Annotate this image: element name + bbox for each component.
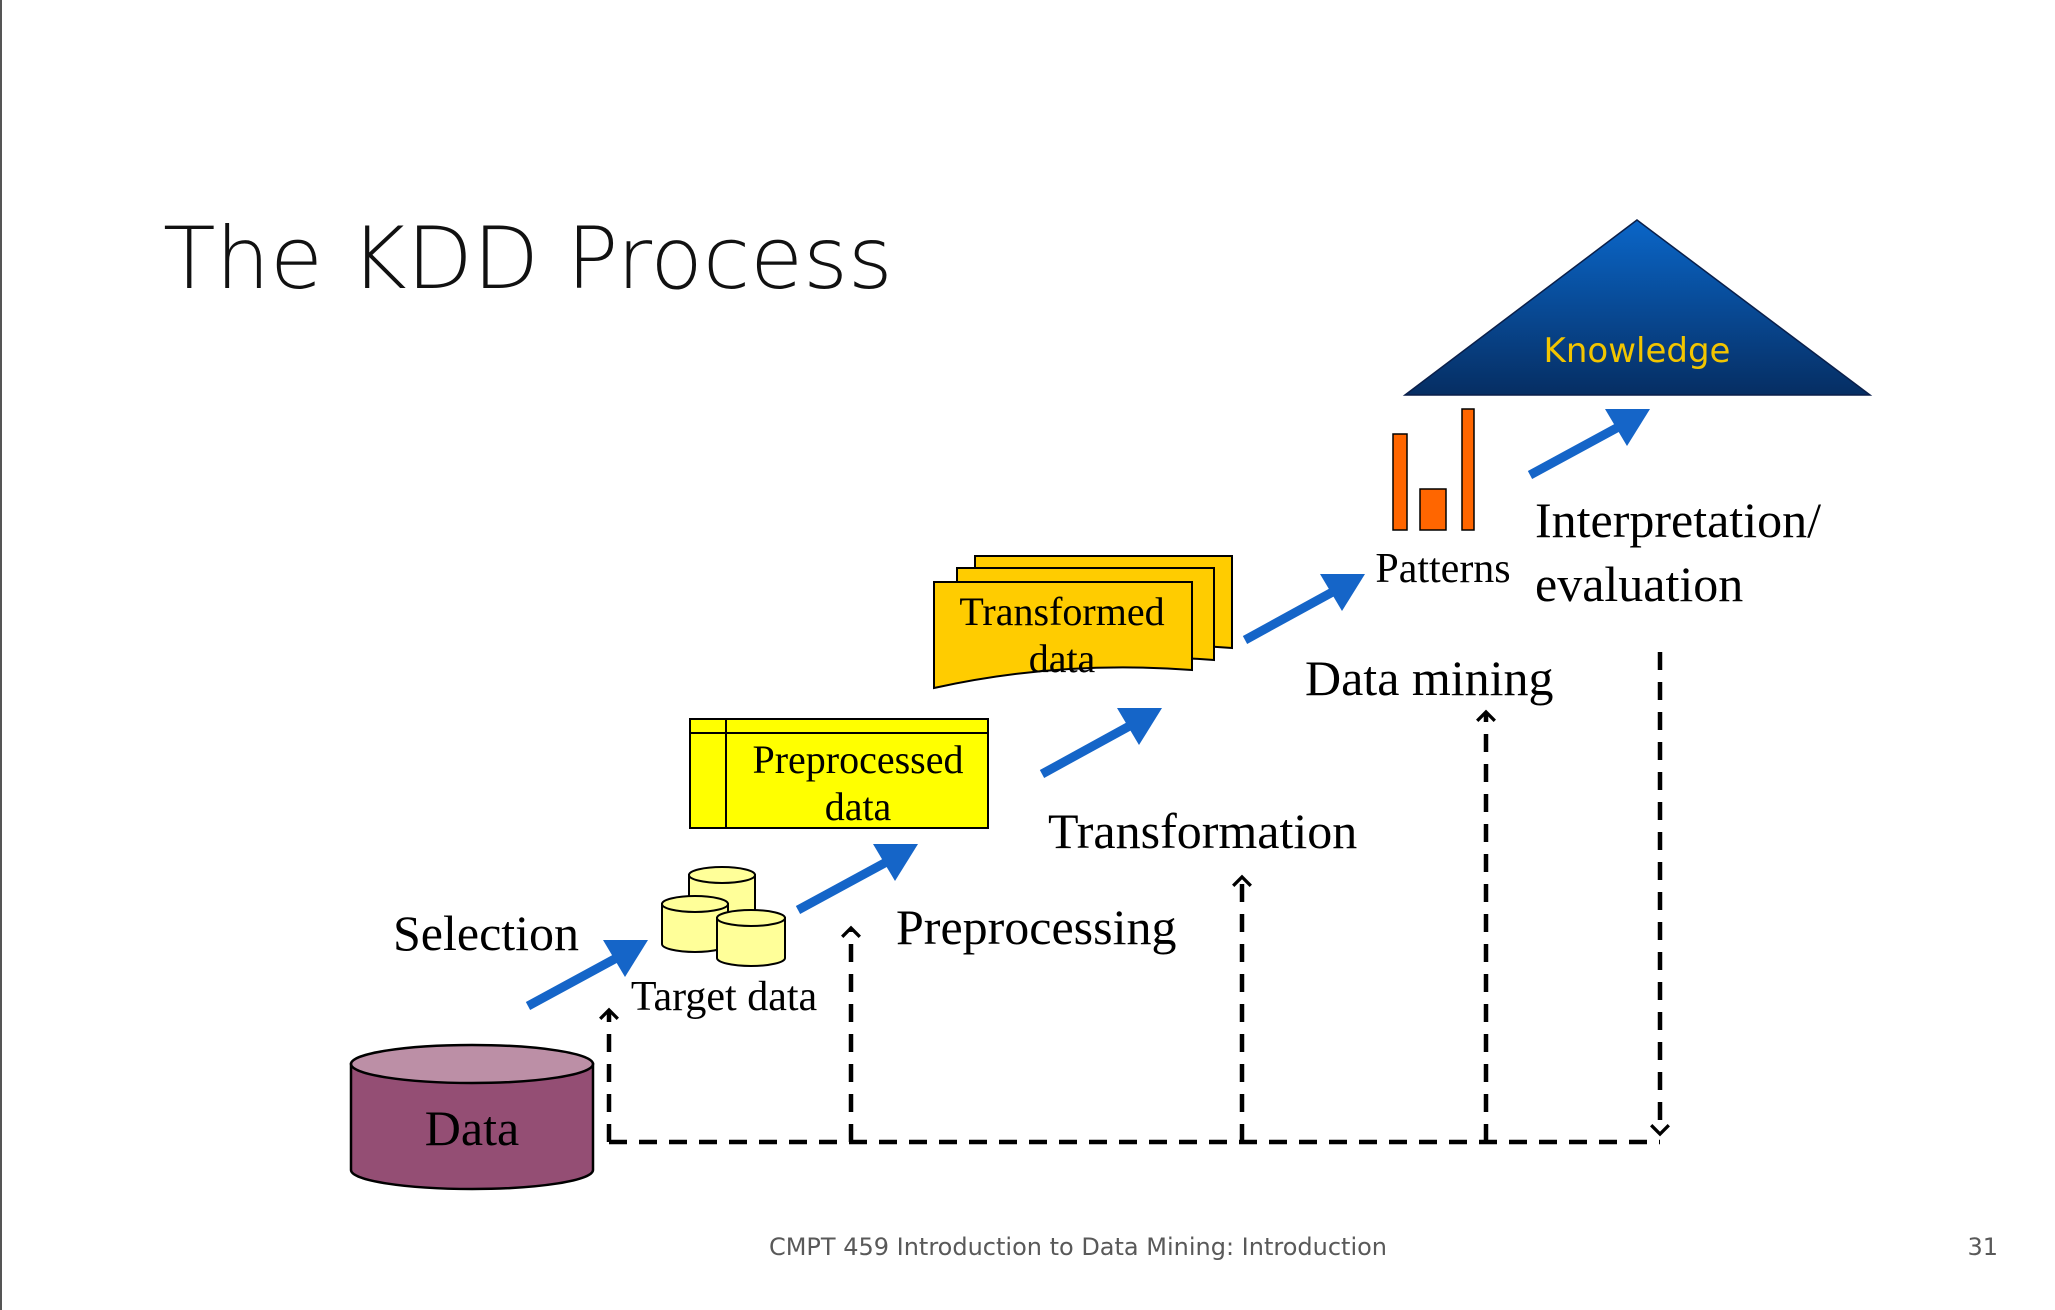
- knowledge-triangle: Knowledge: [1402, 219, 1873, 396]
- transformed-data-label-line1: Transformed: [959, 589, 1164, 634]
- feedback-loop: [599, 652, 1670, 1145]
- step-interpretation-label-line2: evaluation: [1535, 556, 1743, 612]
- step-transformation-label: Transformation: [1048, 803, 1357, 859]
- slide-footer: CMPT 459 Introduction to Data Mining: In…: [769, 1233, 1387, 1261]
- step-selection-label: Selection: [393, 905, 579, 961]
- patterns-bars-icon: [1392, 408, 1475, 531]
- step-preprocessing-label: Preprocessing: [896, 899, 1177, 955]
- transformed-data-documents: Transformed data: [933, 555, 1233, 690]
- process-arrows: [525, 409, 1650, 1010]
- preprocessed-data-label-line1: Preprocessed: [752, 737, 963, 782]
- data-label: Data: [425, 1100, 519, 1156]
- step-data-mining-label: Data mining: [1305, 650, 1554, 706]
- target-data-label: Target data: [631, 974, 818, 1020]
- arrow-interpretation: [1527, 409, 1650, 479]
- slide-title: The KDD Process: [163, 209, 893, 309]
- target-data-icon: [661, 866, 786, 967]
- patterns-label: Patterns: [1375, 546, 1510, 592]
- arrow-preprocessing: [795, 844, 918, 914]
- data-cylinder: Data: [349, 1043, 595, 1191]
- step-interpretation-label-line1: Interpretation/: [1535, 492, 1821, 548]
- transformed-data-label-line2: data: [1029, 636, 1096, 681]
- preprocessed-data-label-line2: data: [825, 784, 892, 829]
- knowledge-label: Knowledge: [1544, 331, 1731, 371]
- slide-page-number: 31: [1967, 1233, 1998, 1261]
- arrow-selection: [525, 940, 648, 1010]
- arrow-transformation: [1039, 708, 1162, 778]
- arrow-data-mining: [1242, 574, 1365, 644]
- preprocessed-data-table: Preprocessed data: [689, 718, 989, 829]
